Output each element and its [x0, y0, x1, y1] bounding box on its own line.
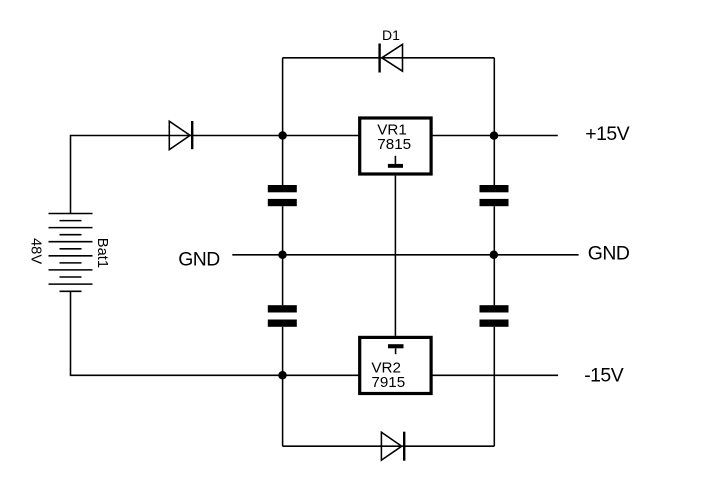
svg-text:-15V: -15V — [584, 364, 624, 386]
svg-text:VR2: VR2 — [371, 359, 401, 376]
svg-text:GND: GND — [588, 242, 630, 264]
svg-text:+15V: +15V — [585, 123, 629, 145]
svg-text:VR1: VR1 — [377, 122, 407, 139]
svg-text:GND: GND — [178, 249, 220, 271]
svg-text:7915: 7915 — [371, 374, 405, 391]
svg-text:D1: D1 — [382, 27, 400, 43]
svg-text:7815: 7815 — [377, 136, 411, 153]
svg-text:Bat1: Bat1 — [94, 238, 110, 268]
svg-text:48V: 48V — [27, 238, 43, 264]
